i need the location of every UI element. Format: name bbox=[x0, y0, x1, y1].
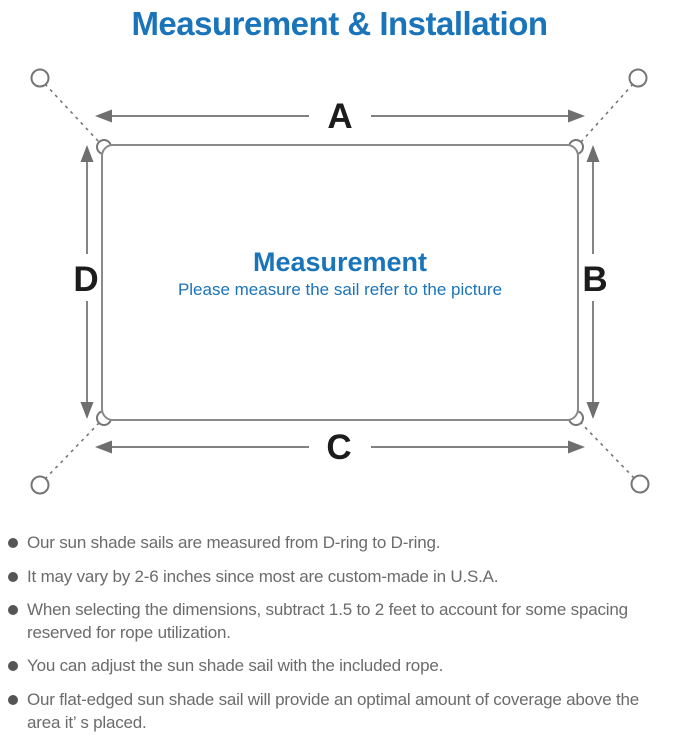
arrowhead-icon bbox=[586, 145, 600, 162]
dimension-label-b: B bbox=[582, 260, 607, 299]
note-item: It may vary by 2-6 inches since most are… bbox=[8, 566, 675, 589]
page-title: Measurement & Installation bbox=[131, 5, 548, 42]
bullet-icon bbox=[8, 605, 18, 616]
sail-measurement-diagram: A C D B Measurement Please measure the s… bbox=[30, 68, 650, 495]
note-item: When selecting the dimensions, subtract … bbox=[8, 599, 675, 644]
note-item: You can adjust the sun shade sail with t… bbox=[8, 655, 675, 678]
measurement-subheading: Please measure the sail refer to the pic… bbox=[178, 280, 502, 299]
note-item: Our sun shade sails are measured from D-… bbox=[8, 532, 675, 555]
bullet-icon bbox=[8, 571, 18, 582]
anchor-ring-icon bbox=[30, 475, 50, 495]
note-text: It may vary by 2-6 inches since most are… bbox=[27, 566, 499, 586]
anchor-ring-icon bbox=[630, 474, 650, 494]
dimension-label-a: A bbox=[327, 97, 352, 136]
measurement-heading: Measurement bbox=[253, 247, 427, 277]
note-text: Our sun shade sails are measured from D-… bbox=[27, 533, 441, 552]
arrowhead-icon bbox=[568, 109, 585, 123]
bullet-icon bbox=[8, 661, 18, 672]
tension-line-top-right bbox=[580, 83, 634, 143]
arrowhead-icon bbox=[586, 402, 600, 419]
anchor-ring-icon bbox=[30, 68, 50, 88]
arrowhead-icon bbox=[80, 145, 94, 162]
arrowhead-icon bbox=[80, 402, 94, 419]
notes-list: Our sun shade sails are measured from D-… bbox=[0, 532, 679, 734]
dimension-label-c: C bbox=[326, 428, 351, 467]
arrowhead-icon bbox=[568, 440, 585, 454]
note-text: Our flat-edged sun shade sail will provi… bbox=[27, 690, 640, 732]
sail-outline bbox=[101, 144, 579, 421]
bullet-icon bbox=[8, 538, 18, 548]
tension-line-bottom-left bbox=[44, 422, 100, 480]
anchor-ring-icon bbox=[628, 68, 648, 88]
tension-line-top-left bbox=[44, 83, 100, 143]
note-item: Our flat-edged sun shade sail will provi… bbox=[8, 689, 675, 734]
bullet-icon bbox=[8, 695, 18, 706]
dimension-label-d: D bbox=[73, 260, 98, 299]
tension-line-bottom-right bbox=[580, 422, 635, 479]
note-text: You can adjust the sun shade sail with t… bbox=[27, 656, 444, 676]
note-text: When selecting the dimensions, subtract … bbox=[27, 600, 628, 642]
arrowhead-icon bbox=[95, 109, 112, 123]
arrowhead-icon bbox=[95, 440, 112, 454]
